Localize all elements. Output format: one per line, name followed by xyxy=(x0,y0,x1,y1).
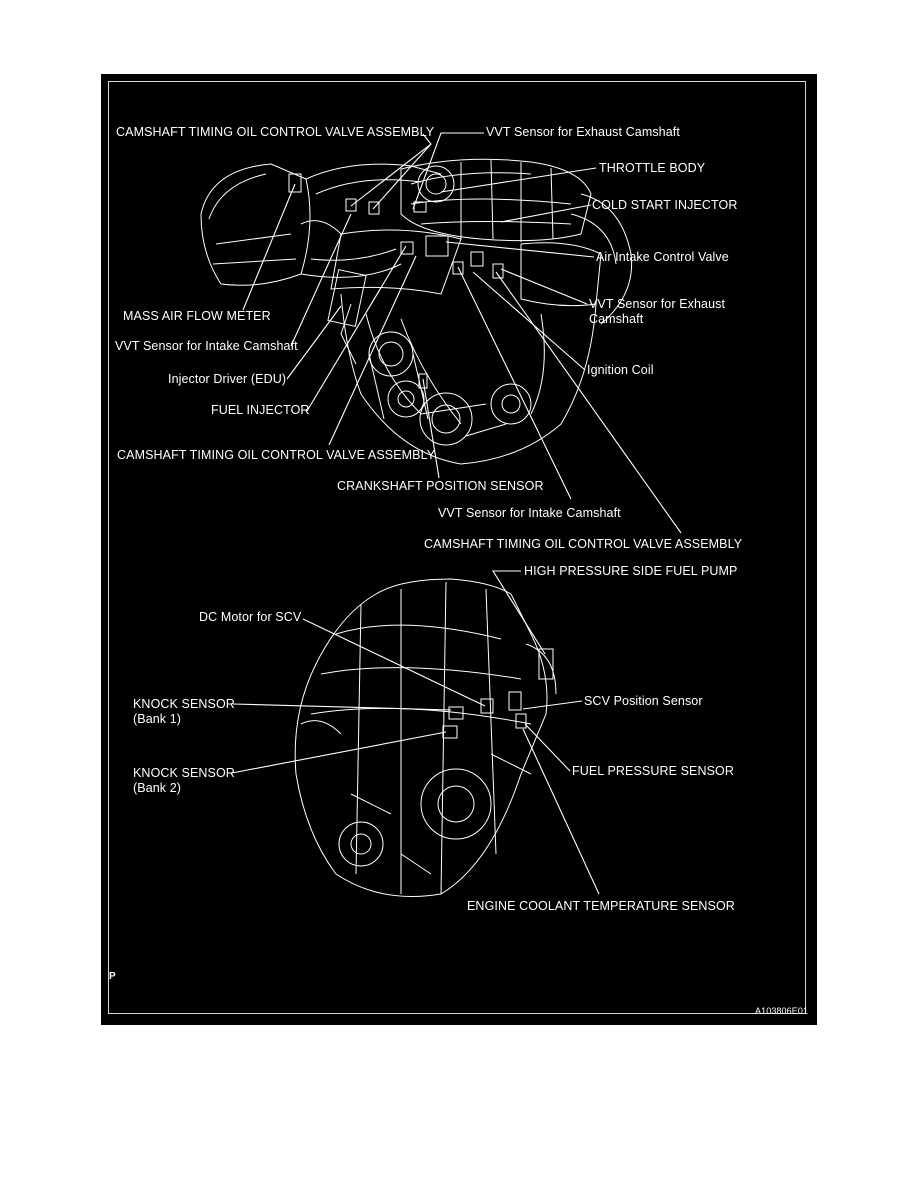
label-fuel-pressure-sensor: FUEL PRESSURE SENSOR xyxy=(572,764,734,778)
label-camshaft-valve-mid: CAMSHAFT TIMING OIL CONTROL VALVE ASSEMB… xyxy=(117,448,435,462)
label-camshaft-valve-bottom: CAMSHAFT TIMING OIL CONTROL VALVE ASSEMB… xyxy=(424,537,742,551)
label-high-pressure-fuel-pump: HIGH PRESSURE SIDE FUEL PUMP xyxy=(524,564,738,578)
diagram-figure: CAMSHAFT TIMING OIL CONTROL VALVE ASSEMB… xyxy=(101,74,817,1025)
label-knock-sensor-bank1-line1: KNOCK SENSOR xyxy=(133,697,235,711)
label-vvt-intake-1: VVT Sensor for Intake Camshaft xyxy=(115,339,298,353)
label-crankshaft-position-sensor: CRANKSHAFT POSITION SENSOR xyxy=(337,479,544,493)
label-mass-air-flow-meter: MASS AIR FLOW METER xyxy=(123,309,271,323)
label-air-intake-control-valve: Air Intake Control Valve xyxy=(596,250,729,264)
label-dc-motor-scv: DC Motor for SCV xyxy=(199,610,301,624)
label-ignition-coil: Ignition Coil xyxy=(587,363,654,377)
label-knock-sensor-bank1-line2: (Bank 1) xyxy=(133,712,181,726)
label-throttle-body: THROTTLE BODY xyxy=(599,161,705,175)
corner-letter: P xyxy=(109,970,116,984)
label-fuel-injector: FUEL INJECTOR xyxy=(211,403,310,417)
label-scv-position-sensor: SCV Position Sensor xyxy=(584,694,703,708)
label-knock-sensor-bank2-line2: (Bank 2) xyxy=(133,781,181,795)
label-vvt-exhaust-1: VVT Sensor for Exhaust Camshaft xyxy=(486,125,680,139)
label-camshaft-valve-top: CAMSHAFT TIMING OIL CONTROL VALVE ASSEMB… xyxy=(116,125,434,139)
label-engine-coolant-temp-sensor: ENGINE COOLANT TEMPERATURE SENSOR xyxy=(467,899,735,913)
label-cold-start-injector: COLD START INJECTOR xyxy=(592,198,737,212)
label-injector-driver: Injector Driver (EDU) xyxy=(168,372,286,386)
lower-engine-drawing xyxy=(295,579,556,897)
figure-id: A103806E01 xyxy=(755,1004,808,1018)
label-vvt-intake-2: VVT Sensor for Intake Camshaft xyxy=(438,506,621,520)
label-knock-sensor-bank2-line1: KNOCK SENSOR xyxy=(133,766,235,780)
label-vvt-exhaust-2-line1: VVT Sensor for Exhaust xyxy=(589,297,725,311)
label-vvt-exhaust-2-line2: Camshaft xyxy=(589,312,643,326)
